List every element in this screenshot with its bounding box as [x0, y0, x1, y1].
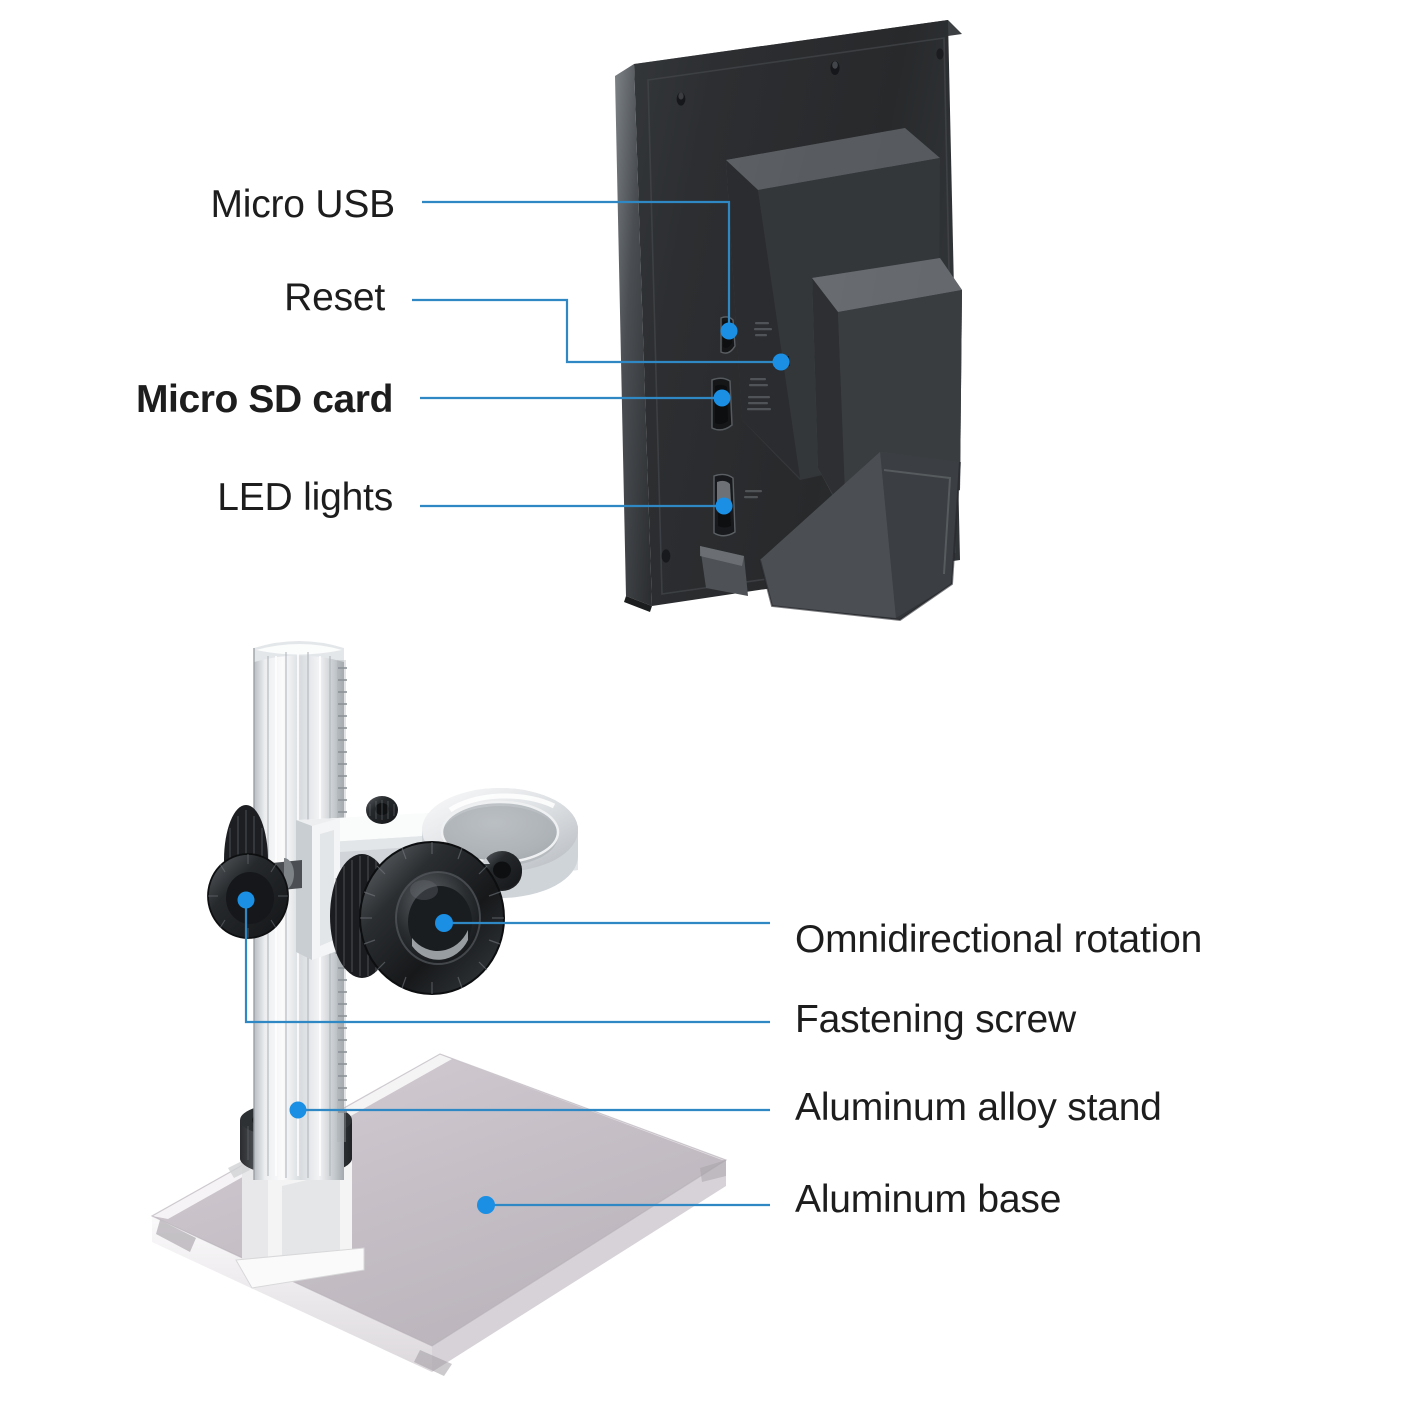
leader-dots-monitor — [713, 322, 790, 515]
leader-micro-usb — [422, 200, 731, 328]
dot-omnidirectional-rotation — [435, 914, 453, 932]
monitor-side-wall — [716, 48, 752, 570]
post-rack-teeth — [337, 660, 346, 1142]
fastening-screw-knob — [207, 805, 302, 939]
monitor-stand-lower — [812, 258, 962, 520]
dot-micro-sd — [713, 389, 731, 407]
arm-small-knob — [366, 796, 398, 824]
port-etched-marks — [744, 322, 772, 499]
monitor-back-panel — [615, 20, 962, 612]
monitor-port-face — [736, 108, 810, 590]
callout-label-led-lights: LED lights — [217, 476, 393, 519]
dot-aluminum-alloy-stand — [289, 1101, 307, 1119]
aluminum-stand-illustration — [150, 641, 770, 1376]
leader-dots-stand — [237, 891, 495, 1214]
aluminum-base-plate — [150, 1053, 728, 1376]
callout-label-micro-usb: Micro USB — [210, 183, 395, 226]
callout-label-micro-sd-card: Micro SD card — [135, 378, 393, 421]
monitor-back-illustration — [412, 20, 962, 622]
micro-usb-port — [720, 316, 736, 354]
callout-label-aluminum-base: Aluminum base — [795, 1178, 1062, 1221]
ring-set-screw — [480, 851, 522, 891]
stand-mount-bracket — [228, 1148, 365, 1289]
dot-micro-usb — [720, 322, 738, 340]
monitor-stand-upper — [726, 128, 940, 480]
dot-fastening-screw — [237, 891, 255, 909]
leader-lines-stand — [244, 900, 770, 1207]
dot-reset — [772, 353, 790, 371]
callout-label-reset: Reset — [284, 276, 385, 319]
reset-pinhole — [773, 356, 790, 368]
leader-fastening-screw — [244, 900, 770, 1024]
monitor-stand-foot — [759, 452, 961, 622]
omnidirectional-rotation-wheel — [330, 841, 505, 995]
callout-label-aluminum-alloy-stand: Aluminum alloy stand — [795, 1086, 1162, 1129]
micro-sd-slot — [711, 377, 733, 431]
leader-lines-monitor — [412, 200, 781, 508]
ring-clamp — [366, 788, 578, 898]
post-base-collar — [240, 1102, 352, 1176]
dot-led-lights — [715, 497, 733, 515]
leader-reset — [412, 298, 781, 364]
stand-horizontal-arm — [296, 806, 578, 960]
rack-tooth-set — [338, 667, 347, 1113]
callout-label-fastening-screw: Fastening screw — [795, 998, 1076, 1041]
dot-aluminum-base — [477, 1196, 495, 1214]
monitor-rear-tab — [700, 546, 748, 596]
led-lights-switch — [713, 473, 736, 537]
aluminum-alloy-post — [253, 641, 347, 1180]
callout-label-omnidirectional-rotation: Omnidirectional rotation — [795, 918, 1203, 961]
